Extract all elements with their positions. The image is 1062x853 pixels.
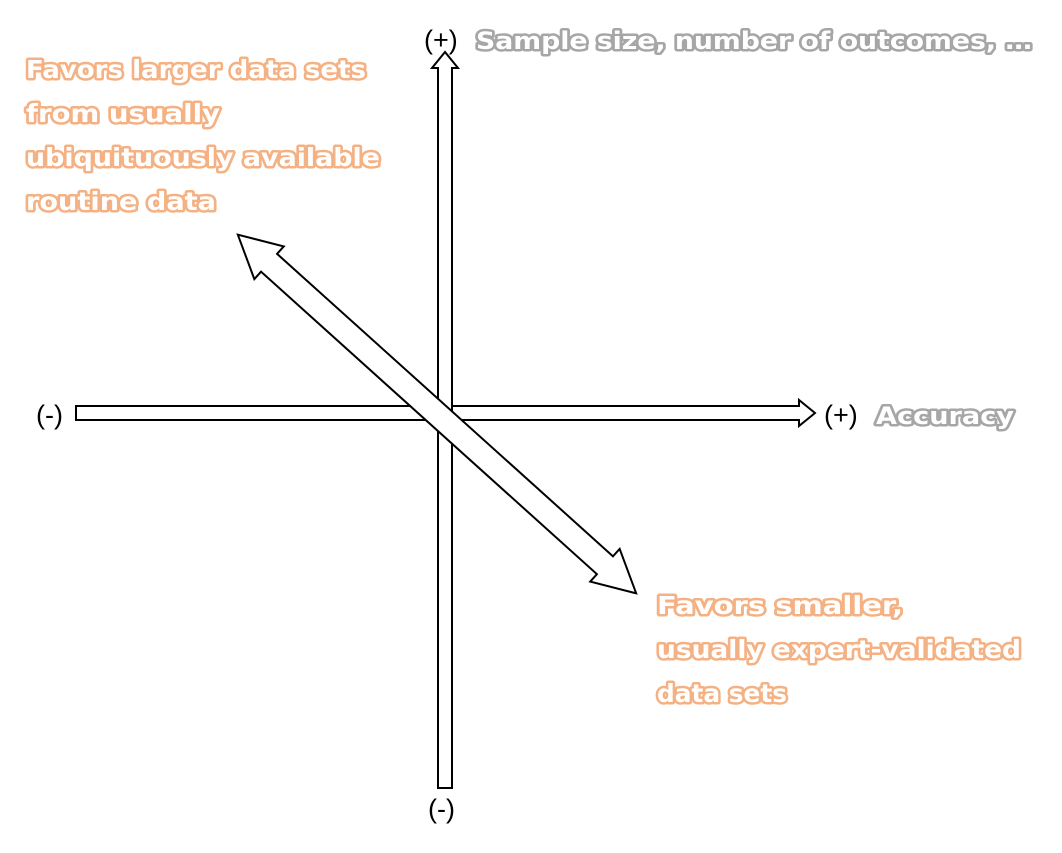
horizontal-axis-title: Accuracy [876, 402, 1014, 430]
upper-left-note: Favors larger data sets from usually ubi… [24, 53, 383, 219]
lower-right-note-line-1: Favors smaller, [657, 591, 903, 620]
lower-right-note-line-2: usually expert-validated [657, 635, 1021, 664]
upper-left-note-line-1: Favors larger data sets [26, 55, 366, 84]
vertical-negative-sign: (-) [428, 794, 455, 824]
lower-right-note: Favors smaller, usually expert-validated… [655, 589, 1024, 711]
lower-right-note-line-3: data sets [657, 679, 787, 708]
vertical-positive-sign: (+) [424, 25, 458, 55]
upper-left-note-line-2: from usually [26, 99, 220, 128]
horizontal-positive-sign: (+) [824, 400, 858, 430]
tradeoff-double-arrow [236, 233, 638, 595]
upper-left-note-line-4: routine data [26, 187, 216, 216]
vertical-axis-title: Sample size, number of outcomes, … [476, 27, 1032, 55]
horizontal-negative-sign: (-) [36, 400, 63, 430]
upper-left-note-line-3: ubiquituously available [26, 143, 380, 172]
